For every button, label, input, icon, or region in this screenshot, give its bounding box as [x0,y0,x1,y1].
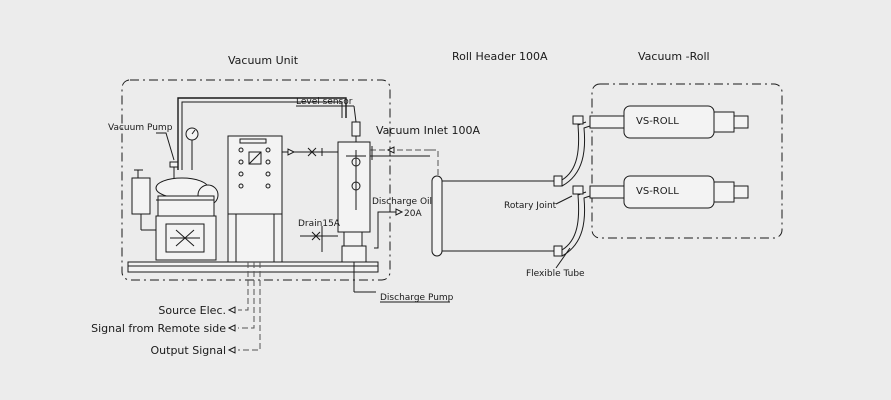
signal-lines [238,262,261,351]
discharge-oil-label: Discharge Oil [372,197,432,207]
drain-valve [300,226,338,252]
separator-tank [337,121,371,233]
signal-label-remote: Signal from Remote side [91,322,226,335]
pressure-gauge-icon [185,127,199,170]
arrow-right-icon [395,208,404,216]
discharge-oil-size-label: 20A [404,209,422,219]
valve-line [282,147,338,157]
rotary-joint-label: Rotary Joint [504,201,557,211]
vacuum-inlet-pipe [370,146,439,176]
roll-2-label: VS-ROLL [636,186,679,197]
flexible-tube-label: Flexible Tube [526,269,585,279]
vacuum-pump-label: Vacuum Pump [108,123,173,133]
roll-1-label: VS-ROLL [636,116,679,127]
rotary-joint [553,175,563,257]
vacuum-unit-boundary [121,79,391,281]
arrow-left-icon [227,346,236,354]
vacuum-roll-2 [589,175,749,209]
discharge-pump [341,231,376,293]
signal-label-source: Source Elec. [158,304,226,317]
roll-header-title: Roll Header 100A [452,50,548,63]
arrow-left-icon [227,324,236,332]
drain-label: Drain15A [298,219,341,229]
level-sensor-label: Level sensor [296,97,353,107]
base-skid [127,261,379,273]
vacuum-roll-1 [589,105,749,139]
discharge-pump-label: Discharge Pump [380,293,454,303]
vacuum-unit-title: Vacuum Unit [228,54,299,67]
flexible-tube [561,115,591,257]
control-panel [227,135,283,263]
signal-label-output: Output Signal [151,344,227,357]
motor [131,169,156,231]
vacuum-roll-boundary [591,83,783,239]
vacuum-inlet-label: Vacuum Inlet 100A [376,124,480,137]
arrow-left-icon [227,306,236,314]
vacuum-roll-title: Vacuum -Roll [638,50,710,63]
vacuum-pump [155,161,219,261]
roll-header [431,175,554,257]
